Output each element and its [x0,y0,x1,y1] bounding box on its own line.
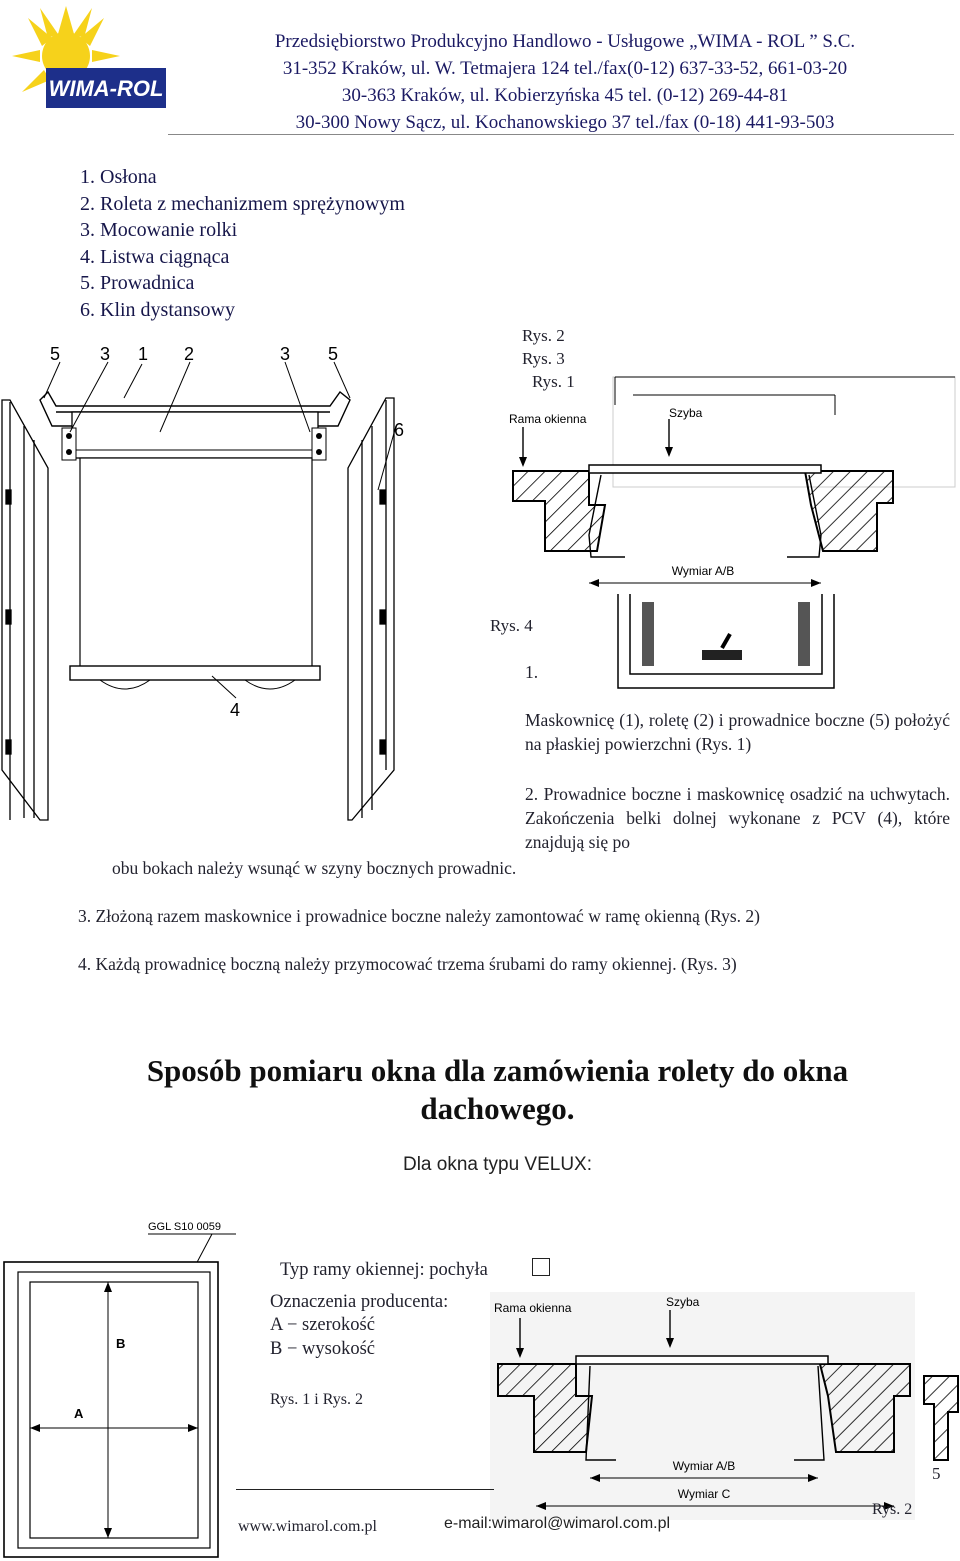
svg-text:WIMA-ROL: WIMA-ROL [49,76,164,101]
header-divider [168,134,954,135]
frame-type-label: Typ ramy okiennej: pochyła [280,1260,488,1280]
bottom-bar [69,665,321,681]
logo: WIMA-ROL [8,4,168,114]
address-krakow-1: 31-352 Kraków, ul. W. Tetmajera 124 tel.… [282,58,848,79]
measure-subtitle: Dla okna typu VELUX: [402,1154,593,1175]
dim-a-label: A [74,1406,84,1421]
window-section-diagram: Rama okienna Szyba Wymiar A/B [509,376,956,587]
figure-refs: Rys. 1 i Rys. 2 [270,1391,363,1408]
callout-3: 3 [100,344,110,364]
left-bracket [61,427,77,461]
list-item: 3. Mocowanie rolki [80,219,238,241]
roller-tube [71,411,319,459]
blind-fabric [79,457,313,669]
footer-email[interactable]: e-mail:wimarol@wimarol.com.pl [444,1515,671,1532]
dim-b-label: B [116,1336,125,1351]
list-item: 2. Roleta z mechanizmem sprężynowym [80,192,405,215]
step-2-text: 2. Prowadnice boczne i maskownicę osadzi… [525,784,950,852]
footer-website[interactable]: www.wimarol.com.pl [238,1518,377,1535]
list-item: 4. Listwa ciągnąca [80,245,230,268]
callout-1: 1 [138,344,148,364]
sun-logo-icon: WIMA-ROL [12,6,166,108]
step-2-continued: obu bokach należy wsunąć w szyny bocznyc… [112,858,517,878]
rail-profile-diagram [617,594,835,689]
model-code-label: GGL S10 0059 [148,1221,221,1233]
fig-ref-rys3: Rys. 3 [522,349,565,368]
footer-divider [236,1489,494,1490]
glass-label: Szyba [666,1295,700,1309]
fig-ref-rys2-bottom: Rys. 2 [872,1501,913,1518]
frame-label: Rama okienna [509,412,587,426]
step-1-text: Maskownicę (1), roletę (2) i prowadnice … [525,710,950,754]
callout-5: 5 [50,344,60,364]
callout-6: 6 [394,420,404,440]
right-guide-rail [347,397,395,821]
dimension-ab-label: Wymiar A/B [673,1459,736,1473]
glass-label: Szyba [669,406,703,420]
step-4-text: 4. Każdą prowadnicę boczną należy przymo… [78,954,737,974]
velux-frame-diagram: GGL S10 0059 B A [3,1221,236,1558]
step-1-number: 1. [525,662,539,682]
page-number: 5 [932,1464,941,1483]
list-item: 5. Prowadnica [80,272,195,294]
right-bracket [311,427,327,461]
callout-2: 2 [184,344,194,364]
fig-ref-rys4: Rys. 4 [490,616,533,635]
dimension-label: Wymiar A/B [672,564,735,578]
left-guide-rail [1,399,49,821]
height-desc: B − wysokość [270,1339,375,1359]
markings-title: Oznaczenia producenta: [270,1292,449,1312]
roller-blind-diagram: 5 3 1 2 3 5 6 4 [1,344,404,821]
frame-type-checkbox[interactable] [532,1258,550,1276]
callout-4: 4 [230,700,240,720]
list-item: 1. Osłona [80,166,157,188]
step-3-text: 3. Złożoną razem maskownice i prowadnice… [78,906,761,926]
fig-ref-rys1: Rys. 1 [532,372,575,391]
frame-label: Rama okienna [494,1301,572,1315]
width-desc: A − szerokość [270,1315,375,1335]
company-name: Przedsiębiorstwo Produkcyjno Handlowo - … [274,31,856,52]
callout-3: 3 [280,344,290,364]
list-item: 6. Klin dystansowy [80,298,235,321]
callout-5: 5 [328,344,338,364]
dimension-c-label: Wymiar C [678,1487,731,1501]
address-nowy-sacz: 30-300 Nowy Sącz, ul. Kochanowskiego 37 … [295,112,835,133]
velux-section-diagram: Rama okienna Szyba Wymiar A/B Wymiar C [490,1292,959,1520]
measure-title: Sposób pomiaru okna dla zamówienia rolet… [146,1053,849,1126]
address-krakow-2: 30-363 Kraków, ul. Kobierzyńska 45 tel. … [341,85,789,106]
parts-list: 1. Osłona 2. Roleta z mechanizmem spręży… [80,164,500,323]
fig-ref-rys2: Rys. 2 [522,326,565,345]
